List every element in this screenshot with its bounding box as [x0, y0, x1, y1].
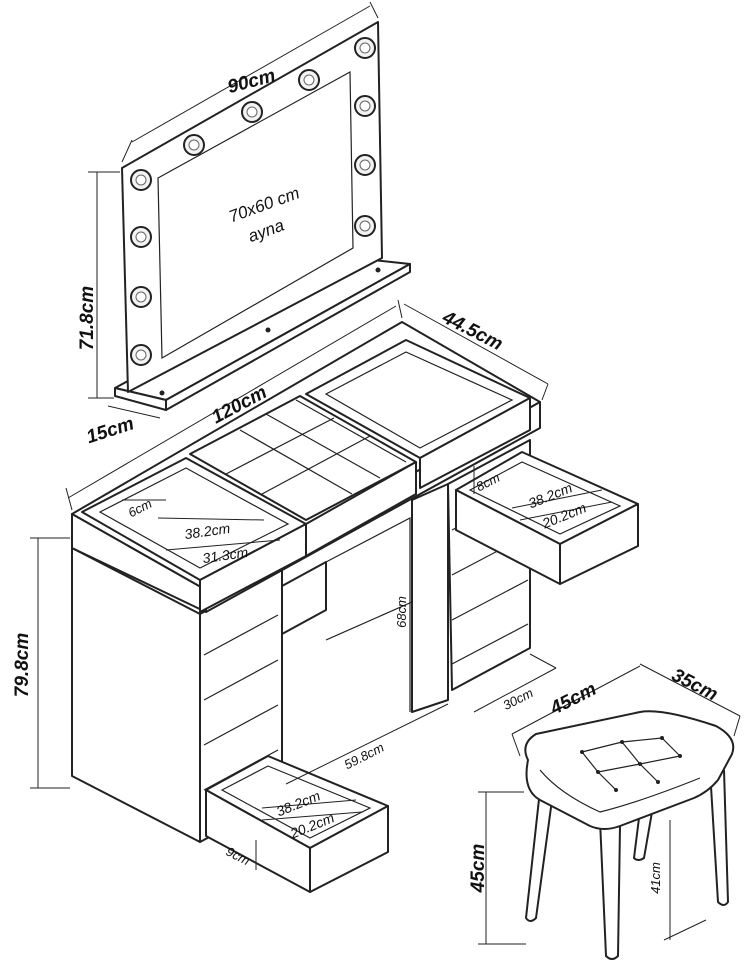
mirror: 90cm 71.8cm 15cm 70x60 cm ayna	[77, 1, 411, 448]
desk-right-side	[411, 483, 449, 713]
stool-leg-height-label: 41cm	[648, 862, 663, 894]
stool-leg	[709, 769, 729, 906]
mirror-depth-label: 15cm	[84, 413, 137, 448]
stool-width-label: 45cm	[546, 679, 600, 720]
mirror-height-label: 71.8cm	[77, 286, 98, 351]
bottom-drawer-open	[205, 755, 389, 893]
right-drawer-open	[455, 451, 639, 585]
knee-width-label: 59.8cm	[342, 740, 387, 773]
drawer-depth-label: 30cm	[500, 685, 535, 713]
desk-height-label: 79.8cm	[12, 633, 33, 698]
desk: 120cm 44.5cm 79.8cm 68cm 59.8cm 30cm 6cm…	[12, 299, 639, 893]
mirror-bulbs	[130, 37, 376, 366]
stool-leg	[525, 789, 553, 922]
mirror-frame	[121, 21, 383, 393]
stool-leg	[599, 819, 621, 960]
stool-depth-label: 35cm	[668, 665, 721, 706]
knee-height-label: 68cm	[394, 596, 409, 628]
knee-drawer	[281, 561, 327, 635]
tray-inner-width-label: 38.2cm	[183, 520, 231, 542]
stool-seat	[524, 710, 735, 830]
stool-leg	[633, 809, 653, 861]
tray-inner-depth-label: 31.3cm	[201, 544, 249, 566]
stool-height-label: 45cm	[468, 844, 489, 894]
mirror-glass	[157, 70, 354, 360]
